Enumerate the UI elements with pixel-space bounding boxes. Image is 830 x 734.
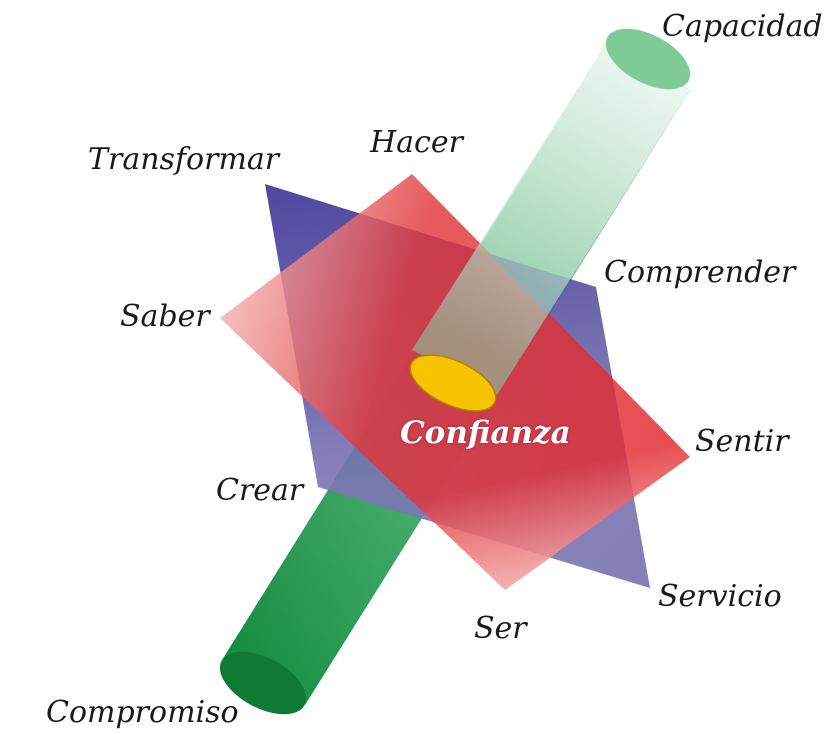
cylinder-top-cap xyxy=(605,28,691,90)
label-transformar: Transformar xyxy=(88,142,280,177)
label-compromiso: Compromiso xyxy=(46,695,239,730)
cylinder-bottom-cap xyxy=(219,651,307,715)
center-ellipse xyxy=(409,354,497,412)
center-label-confianza: Confianza xyxy=(400,415,571,451)
label-ser: Ser xyxy=(474,611,527,646)
label-comprender: Comprender xyxy=(604,255,796,290)
label-servicio: Servicio xyxy=(658,579,782,614)
label-saber: Saber xyxy=(120,299,210,334)
label-sentir: Sentir xyxy=(695,424,789,459)
label-hacer: Hacer xyxy=(370,125,463,160)
label-capacidad: Capacidad xyxy=(662,9,823,44)
cylinder-upper xyxy=(412,28,691,395)
label-crear: Crear xyxy=(216,473,304,508)
cylinder-upper-fade xyxy=(412,44,690,395)
